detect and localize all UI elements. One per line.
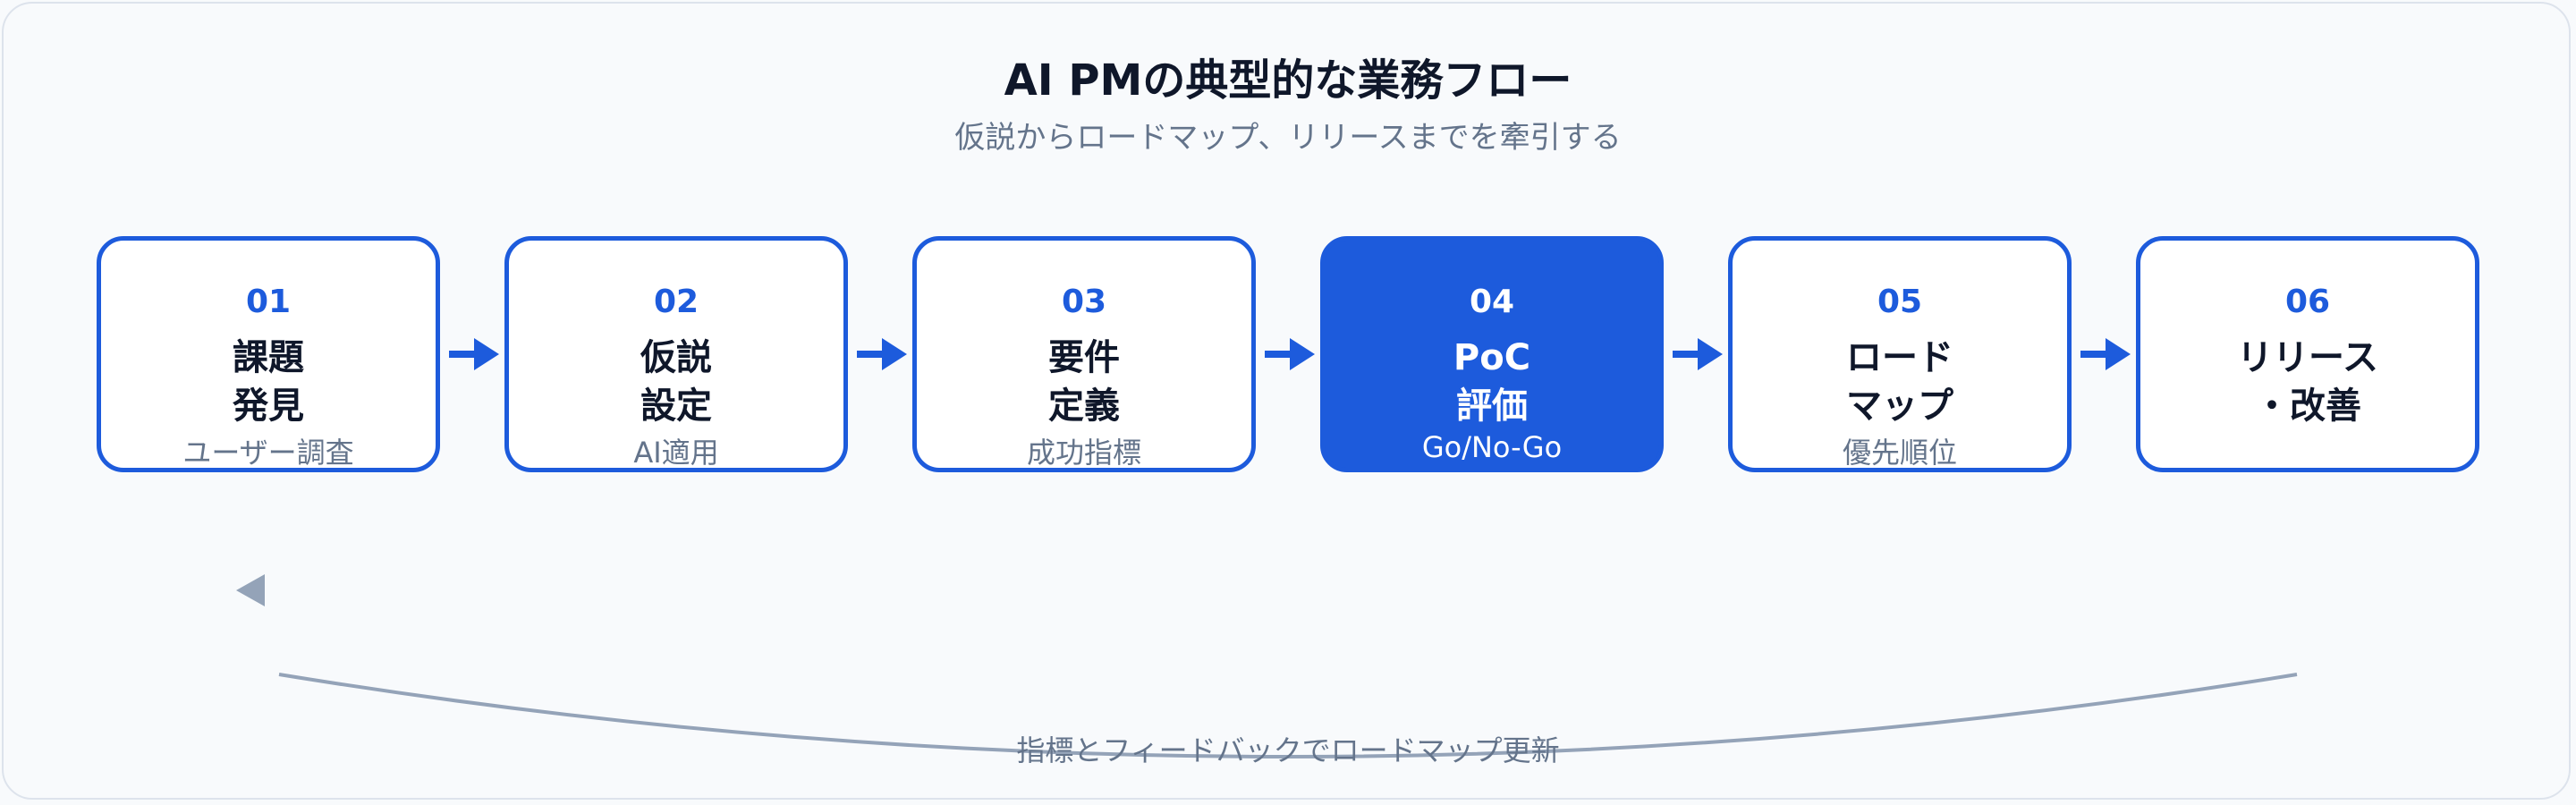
step-box-05: 05 ロード マップ 優先順位 — [1728, 236, 2072, 472]
step-name-line: ロード — [1846, 337, 1953, 378]
flow-arrow-icon — [1673, 338, 1723, 370]
step-box-02: 02 仮説 設定 AI適用 — [504, 236, 848, 472]
step-name-line: 課題 — [233, 337, 304, 378]
flow-arrow-icon — [2080, 338, 2131, 370]
feedback-loop-curve — [278, 673, 2298, 758]
step-note: 成功指標 — [1026, 436, 1141, 470]
feedback-arrowhead-icon — [236, 574, 265, 606]
step-name: 仮説 設定 — [509, 334, 843, 430]
step-note: ユーザー調査 — [182, 436, 354, 470]
step-name-line: リリース — [2237, 337, 2378, 378]
step-name: 課題 発見 — [101, 334, 436, 430]
step-name: リリース ・改善 — [2140, 334, 2475, 430]
step-note: Go/No-Go — [1421, 430, 1563, 464]
step-name-line: PoC — [1453, 337, 1531, 378]
step-name-line: 評価 — [1456, 386, 1528, 427]
step-box-03: 03 要件 定義 成功指標 — [912, 236, 1256, 472]
step-name-line: 設定 — [640, 386, 712, 427]
flow-steps: 01 課題 発見 ユーザー調査 02 仮説 設定 AI適用 03 要件 定義 成… — [97, 236, 2479, 472]
step-name: 要件 定義 — [917, 334, 1251, 430]
step-box-06: 06 リリース ・改善 — [2136, 236, 2479, 472]
step-note: 優先順位 — [1842, 436, 1957, 470]
step-name-line: ・改善 — [2254, 386, 2361, 427]
feedback-loop-label: 指標とフィードバックでロードマップ更新 — [1016, 733, 1560, 767]
flow-arrow-icon — [449, 338, 499, 370]
flow-arrow-icon — [1265, 338, 1315, 370]
step-number: 01 — [245, 284, 292, 320]
step-number: 04 — [1469, 284, 1515, 320]
flow-arrow-icon — [857, 338, 907, 370]
diagram-subtitle: 仮説からロードマップ、リリースまでを牽引する — [954, 120, 1622, 156]
step-number: 02 — [653, 284, 699, 320]
step-number: 05 — [1877, 284, 1923, 320]
step-name: PoC 評価 — [1325, 334, 1659, 430]
step-box-01: 01 課題 発見 ユーザー調査 — [97, 236, 440, 472]
step-name-line: 定義 — [1048, 386, 1120, 427]
diagram-title: AI PMの典型的な業務フロー — [1004, 55, 1572, 106]
step-name-line: 仮説 — [640, 337, 712, 378]
step-name-line: マップ — [1846, 386, 1953, 427]
step-box-04: 04 PoC 評価 Go/No-Go — [1320, 236, 1664, 472]
step-name-line: 発見 — [233, 386, 304, 427]
step-name-line: 要件 — [1048, 337, 1120, 378]
step-note: AI適用 — [633, 436, 719, 470]
step-number: 06 — [2284, 284, 2331, 320]
step-number: 03 — [1061, 284, 1107, 320]
step-name: ロード マップ — [1733, 334, 2067, 430]
